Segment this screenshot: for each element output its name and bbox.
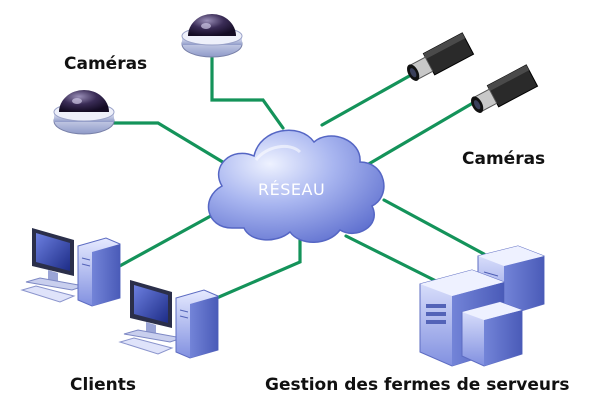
- network-links: [108, 56, 486, 302]
- link-dome-left: [108, 121, 238, 172]
- link-server-1: [344, 234, 440, 284]
- network-cloud-icon: [207, 129, 385, 243]
- link-box-camera-2: [353, 98, 480, 174]
- link-server-2: [382, 198, 486, 256]
- server-farm-label: Gestion des fermes de serveurs: [265, 375, 570, 395]
- cameras-left-label: Caméras: [64, 54, 148, 74]
- network-label: RÉSEAU: [258, 180, 326, 199]
- box-camera-icon: [471, 64, 539, 113]
- box-camera-icon: [407, 32, 475, 81]
- dome-camera-icon: [53, 90, 115, 135]
- clients-label: Clients: [70, 375, 137, 395]
- link-box-camera-1: [320, 68, 422, 127]
- link-client-1: [114, 210, 220, 270]
- link-dome-top: [210, 56, 285, 130]
- cameras-right-label: Caméras: [462, 149, 546, 169]
- dome-camera-icon: [181, 14, 243, 58]
- client-workstation-icon: [20, 228, 121, 307]
- client-workstation-icon: [118, 280, 219, 359]
- server-tower-icon: [461, 301, 523, 367]
